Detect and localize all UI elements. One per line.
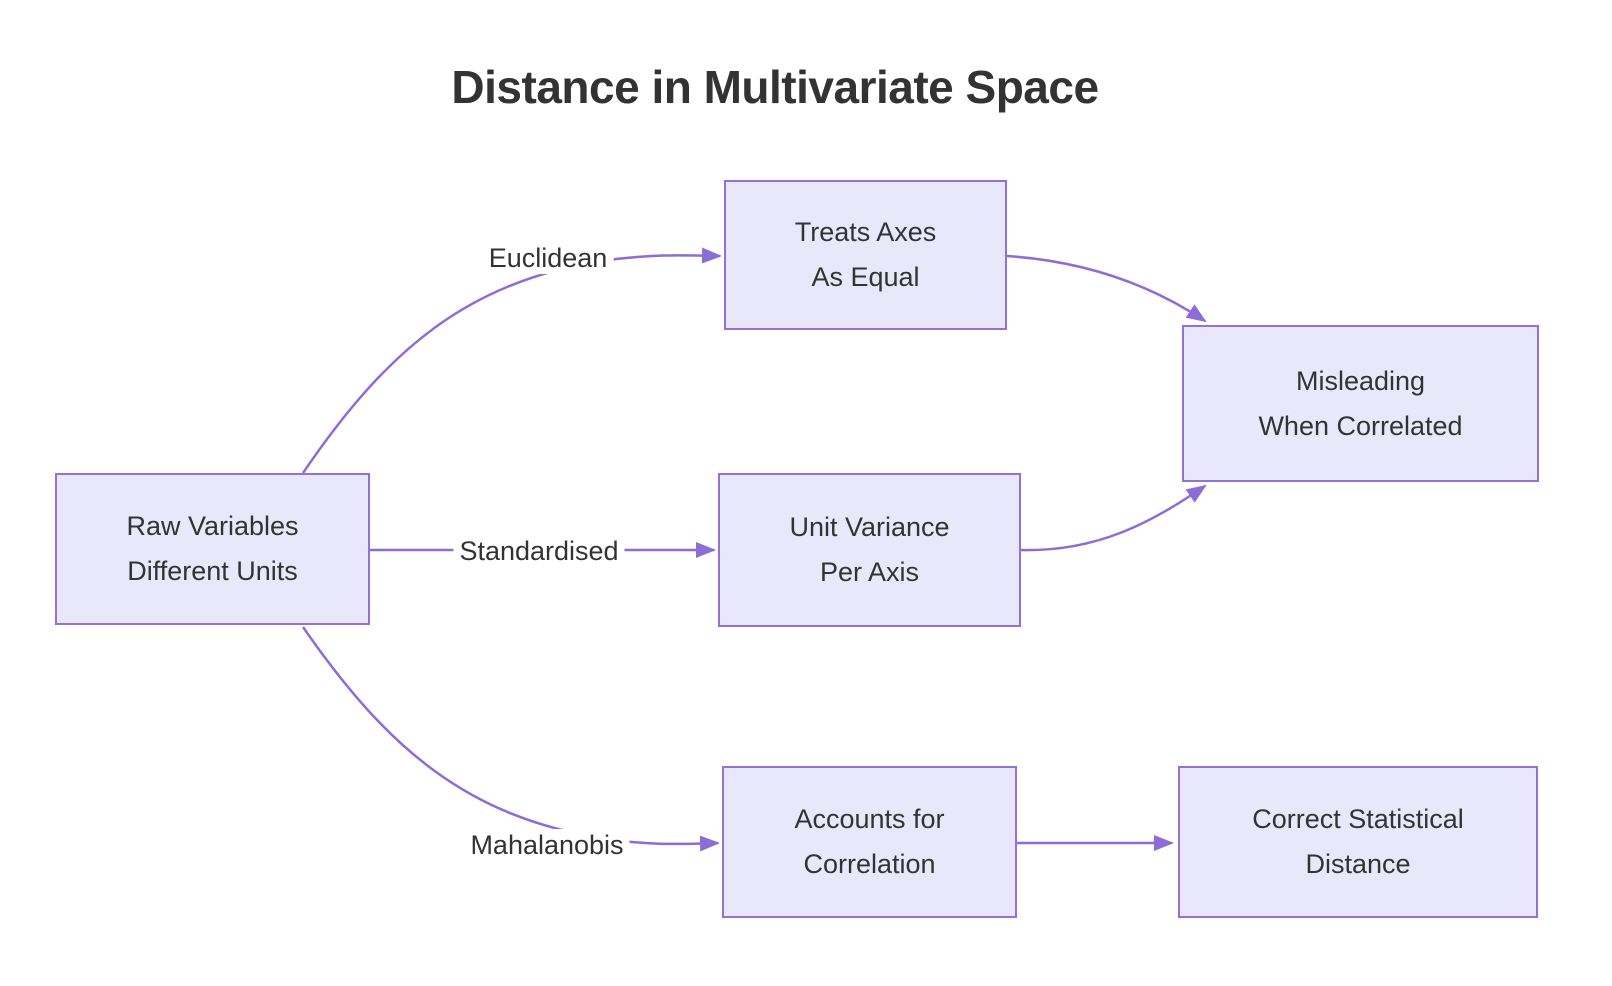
- diagram-title: Distance in Multivariate Space: [451, 61, 1099, 113]
- edge-label-standardised: Standardised: [453, 535, 625, 567]
- node-treats-axes-as-equal: Treats Axes As Equal: [724, 180, 1007, 330]
- node-misleading-when-correlated: Misleading When Correlated: [1182, 325, 1539, 482]
- edge-label-euclidean: Euclidean: [482, 242, 614, 274]
- node-text-line: Raw Variables: [126, 511, 299, 541]
- node-text-line: When Correlated: [1258, 410, 1463, 441]
- node-text-line: Different Units: [127, 556, 298, 586]
- node-text-line: Misleading: [1295, 365, 1426, 396]
- node-text-line: Correct Statistical: [1252, 804, 1464, 834]
- node-text-line: Unit Variance: [789, 512, 950, 542]
- node-unit-variance-per-axis: Unit Variance Per Axis: [718, 473, 1021, 627]
- node-text-line: As Equal: [811, 262, 920, 292]
- node-correct-statistical-distance: Correct Statistical Distance: [1178, 766, 1538, 918]
- node-raw-variables: Raw Variables Different Units: [55, 473, 370, 625]
- node-text-line: Accounts for: [794, 804, 945, 834]
- node-text-line: Distance: [1305, 849, 1411, 879]
- edge-unit-misleading: [1020, 484, 1207, 552]
- edge-raw-accounts: [301, 626, 720, 852]
- node-accounts-for-correlation: Accounts for Correlation: [722, 766, 1017, 918]
- node-text-line: Correlation: [803, 849, 936, 879]
- node-text-line: Treats Axes: [794, 217, 937, 247]
- node-text-line: Per Axis: [819, 557, 920, 587]
- edge-treats-misleading: [1006, 254, 1207, 323]
- edge-raw-treats: [301, 247, 722, 474]
- edge-label-mahalanobis: Mahalanobis: [464, 829, 630, 861]
